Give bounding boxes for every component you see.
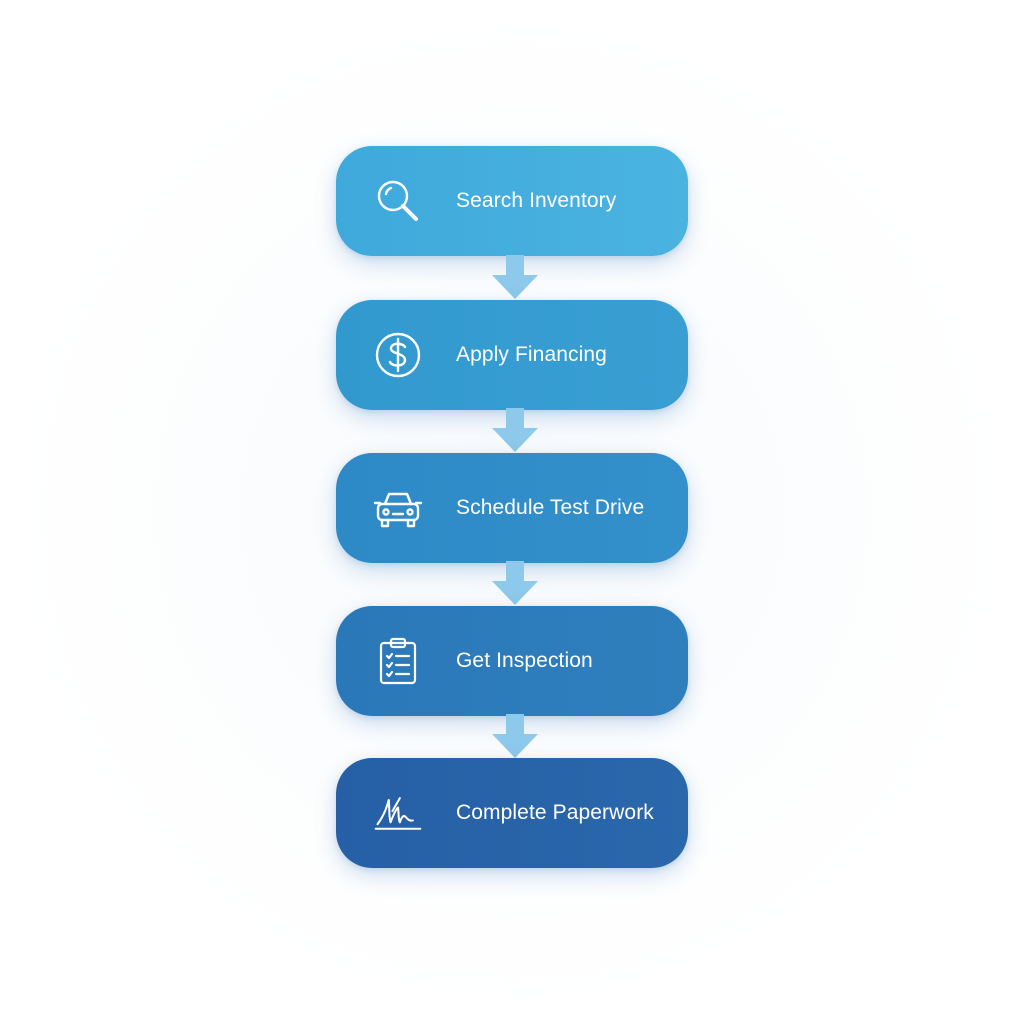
down-arrow-icon xyxy=(492,561,538,605)
step-schedule-test-drive[interactable]: Schedule Test Drive xyxy=(336,453,688,563)
dollar-icon xyxy=(372,329,424,381)
down-arrow-icon xyxy=(492,408,538,452)
search-icon xyxy=(372,175,424,227)
step-label: Schedule Test Drive xyxy=(456,496,645,519)
step-complete-paperwork[interactable]: Complete Paperwork xyxy=(336,758,688,868)
step-label: Search Inventory xyxy=(456,189,617,212)
step-apply-financing[interactable]: Apply Financing xyxy=(336,300,688,410)
car-icon xyxy=(372,482,424,534)
clipboard-checklist-icon xyxy=(372,635,424,687)
down-arrow-icon xyxy=(492,255,538,299)
step-label: Get Inspection xyxy=(456,649,593,672)
step-get-inspection[interactable]: Get Inspection xyxy=(336,606,688,716)
step-search-inventory[interactable]: Search Inventory xyxy=(336,146,688,256)
step-label: Apply Financing xyxy=(456,343,607,366)
signature-icon xyxy=(372,787,424,839)
down-arrow-icon xyxy=(492,714,538,758)
step-label: Complete Paperwork xyxy=(456,801,654,824)
